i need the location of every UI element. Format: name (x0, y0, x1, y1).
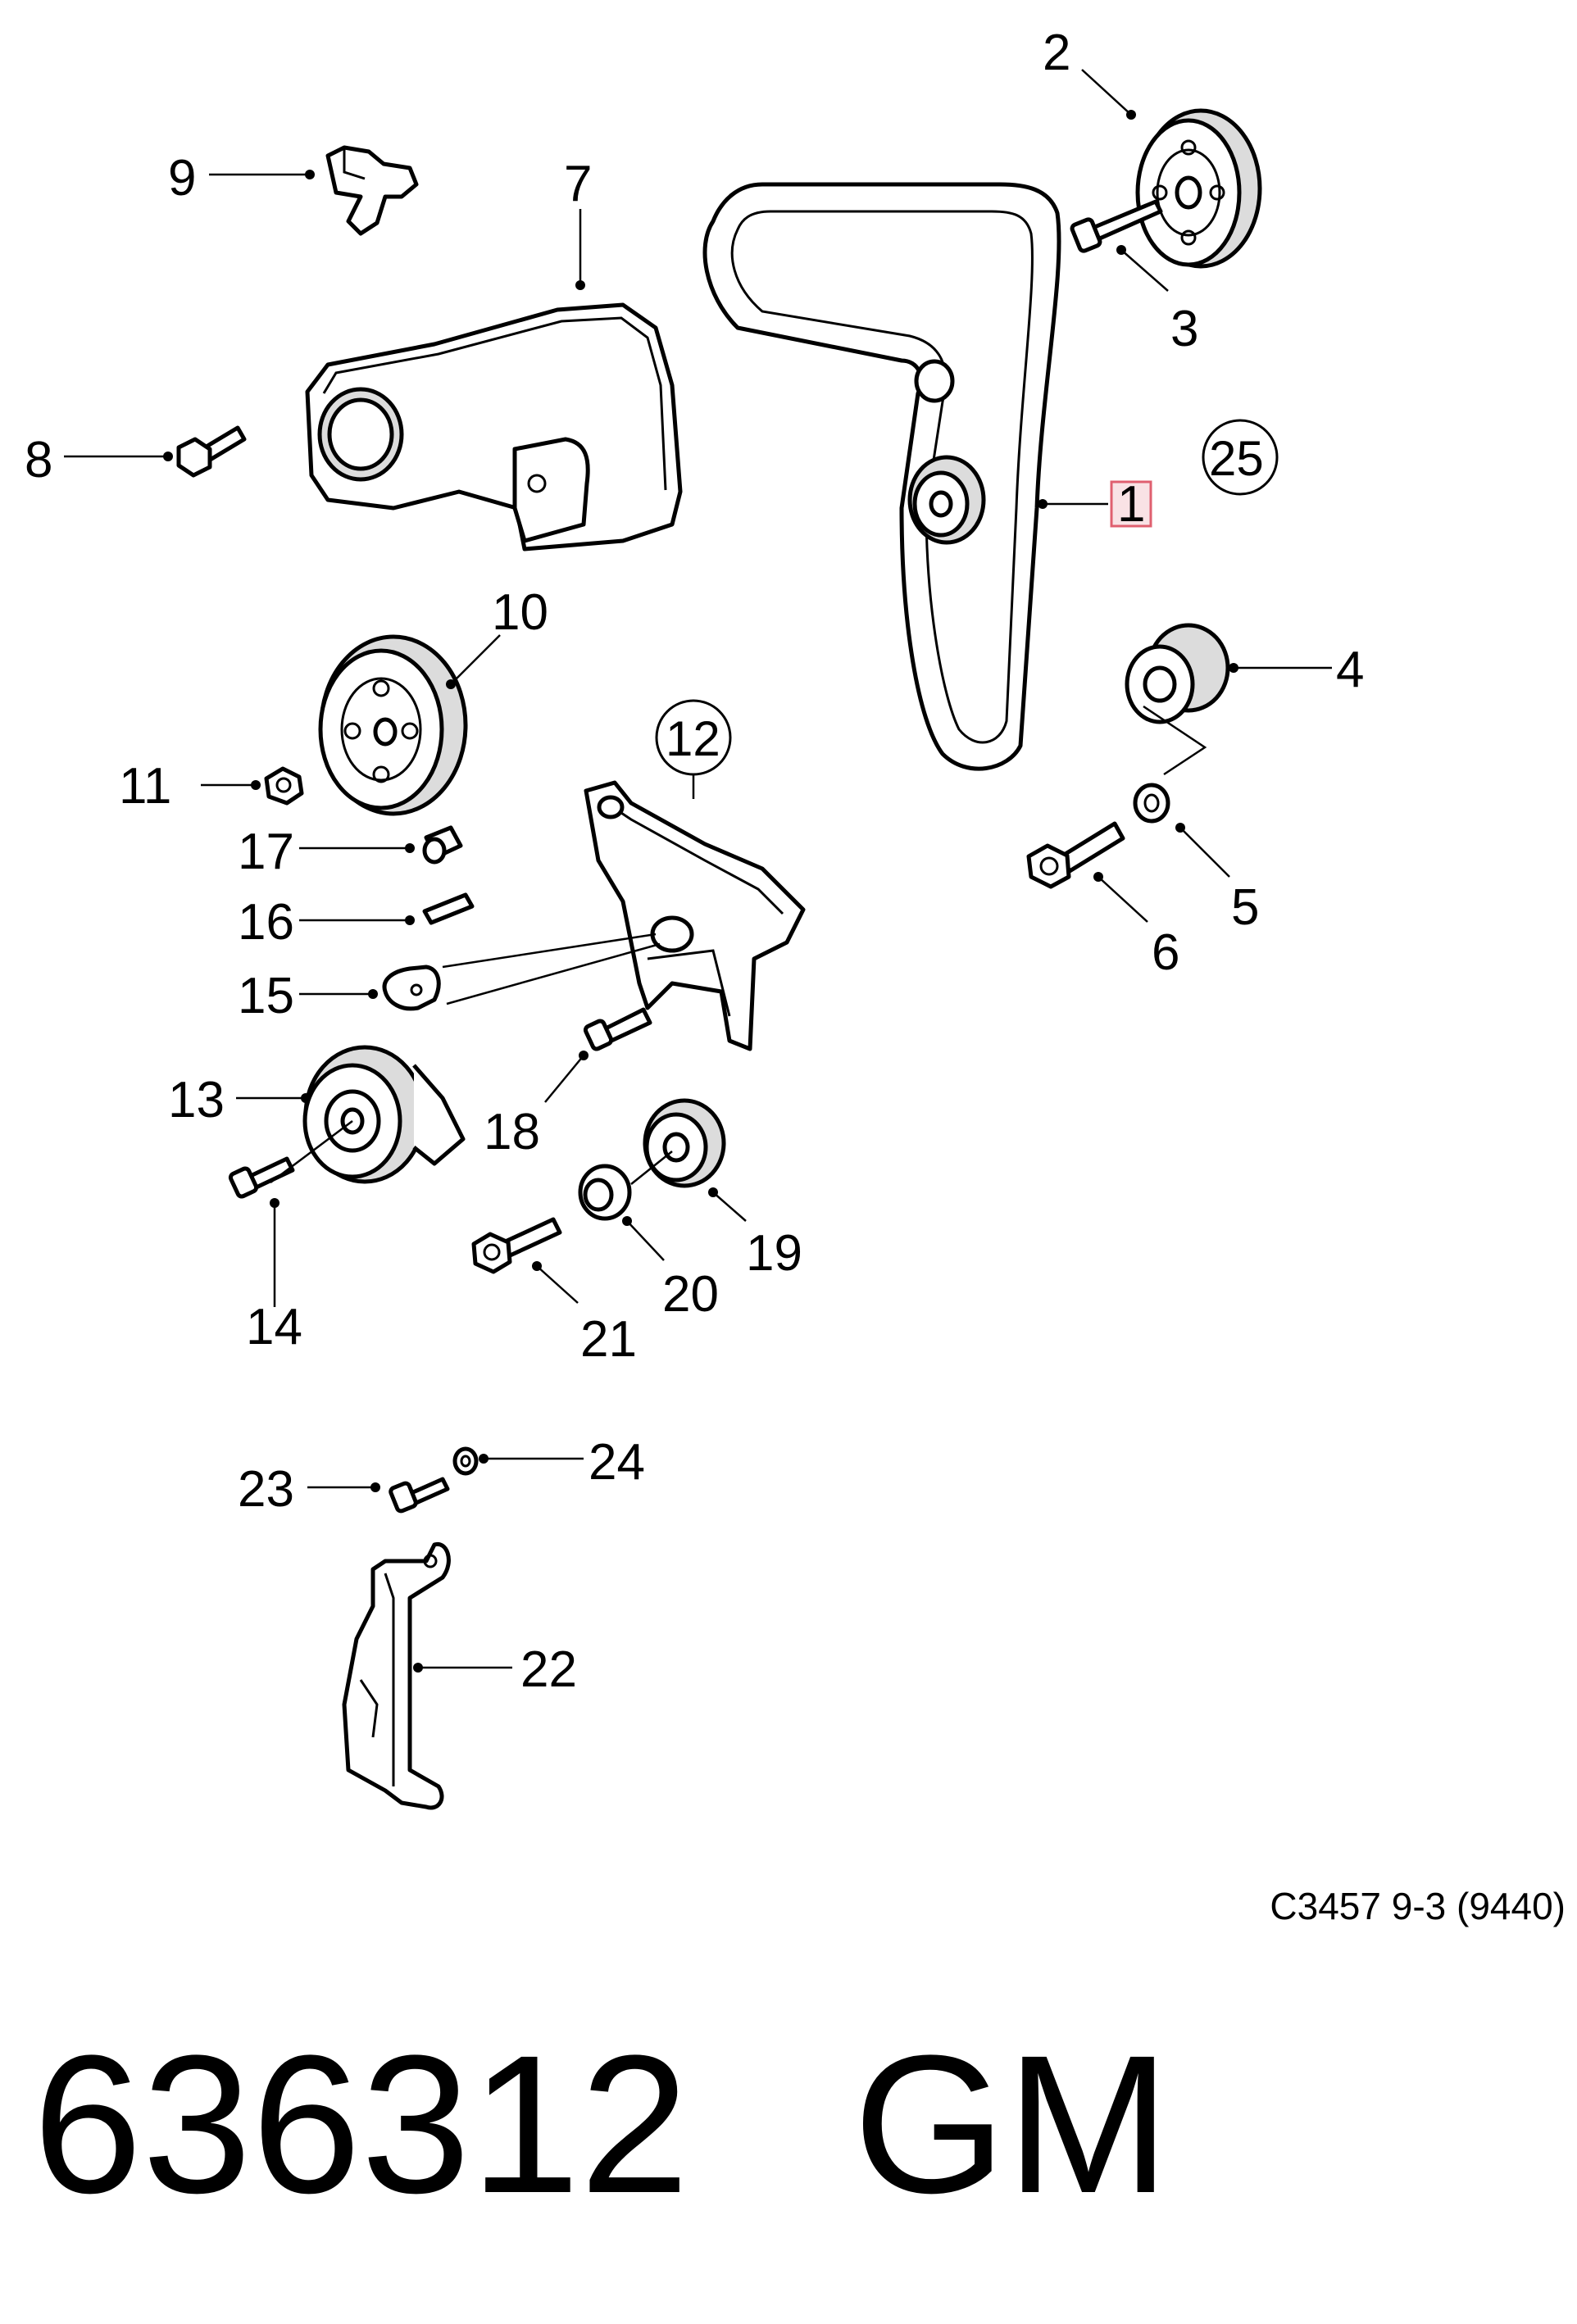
drawing-code: C3457 9-3 (9440) (1270, 1885, 1566, 1927)
part-11-nut[interactable] (264, 766, 304, 806)
part-10-crank-sprocket[interactable] (318, 634, 468, 816)
callout-5: 5 (1231, 879, 1259, 936)
part-4-idler-roller[interactable] (1125, 623, 1230, 724)
callout-23: 23 (238, 1461, 294, 1518)
callout-14: 14 (246, 1299, 302, 1355)
part-1-timing-belt[interactable] (702, 182, 1061, 771)
callout-20: 20 (662, 1266, 719, 1323)
callout-1: 1 (1117, 476, 1145, 533)
part-24-washer[interactable] (452, 1446, 479, 1476)
callout-2: 2 (1043, 25, 1070, 81)
part-22-guide-rail[interactable] (342, 1541, 451, 1810)
part-12-bracket[interactable] (584, 780, 806, 1051)
part-13-tensioner[interactable] (302, 1045, 466, 1184)
callout-25: 25 (1209, 431, 1264, 486)
part-17-sleeve[interactable] (422, 825, 463, 865)
callout-19: 19 (746, 1225, 802, 1282)
part-16-pin[interactable] (422, 892, 475, 925)
callout-18: 18 (484, 1104, 540, 1160)
part-5-washer[interactable] (1133, 783, 1170, 824)
callout-16: 16 (238, 894, 294, 951)
part-23-bolt[interactable] (389, 1477, 450, 1514)
callout-10: 10 (492, 584, 548, 641)
part-9-clip[interactable] (325, 145, 419, 236)
part-3-sprocket-bolt[interactable] (1070, 199, 1163, 253)
callout-24: 24 (589, 1434, 645, 1491)
callout-13: 13 (168, 1072, 225, 1128)
part-19-pulley[interactable] (643, 1098, 726, 1188)
callout-4: 4 (1336, 642, 1364, 698)
part-6-roller-bolt[interactable] (1026, 821, 1125, 889)
callout-17: 17 (238, 824, 294, 880)
callout-8: 8 (25, 432, 52, 488)
part-20-bushing[interactable] (578, 1164, 632, 1221)
part-1-highlight-box (1110, 480, 1152, 528)
part-15-guide[interactable] (382, 965, 441, 1011)
callout-11: 11 (119, 758, 171, 815)
part-21-bolt[interactable] (471, 1217, 562, 1274)
part-number-label: 636312 GM (33, 2014, 1170, 2234)
part-25-ring (1202, 419, 1279, 496)
part-14-tensioner-bolt[interactable] (228, 1156, 295, 1199)
callout-3: 3 (1170, 301, 1198, 357)
part-2-camshaft-sprocket[interactable] (1135, 108, 1262, 269)
callout-21: 21 (580, 1311, 637, 1368)
part-18-bracket-bolt[interactable] (583, 1007, 652, 1051)
callout-22: 22 (520, 1641, 577, 1698)
callout-12: 12 (666, 711, 720, 766)
part-7-timing-cover[interactable] (305, 302, 683, 551)
callout-7: 7 (564, 156, 592, 212)
leader-lines (64, 69, 1332, 1673)
part-8-cover-bolt[interactable] (176, 425, 247, 478)
callout-6: 6 (1152, 924, 1179, 981)
callout-9: 9 (168, 150, 196, 207)
callout-15: 15 (238, 968, 294, 1024)
